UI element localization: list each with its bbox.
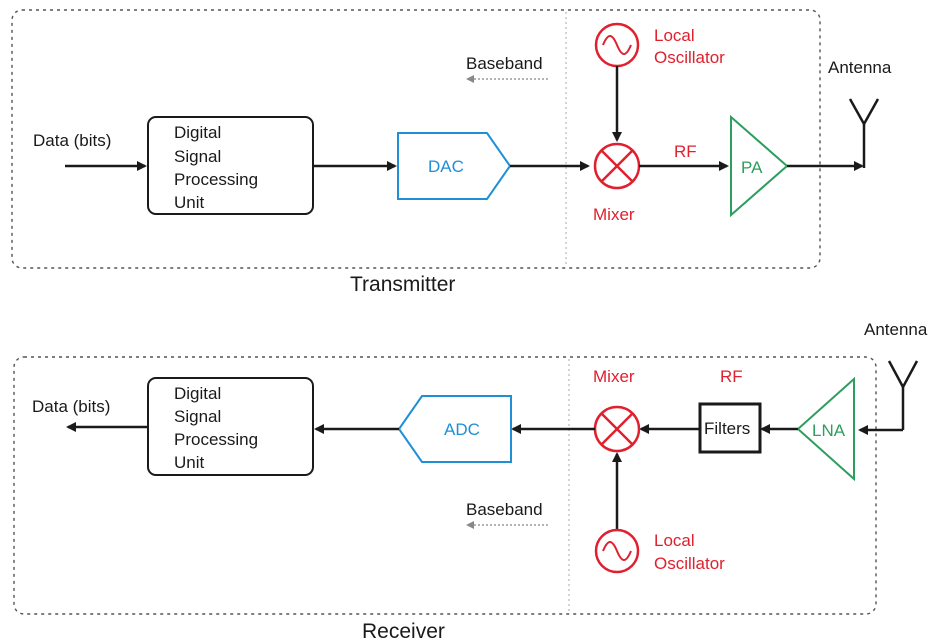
rx-mixer-icon [593,405,641,453]
tx-baseband-label: Baseband [466,54,543,73]
rx-filters-label: Filters [704,419,750,438]
rx-dsp-line-4: Unit [174,453,205,472]
receiver-section: Receiver Antenna LNA Filters RF Mixer [13,320,928,643]
rx-dsp-line-3: Processing [174,430,258,449]
tx-dsp-line-3: Processing [174,170,258,189]
rx-adc-label: ADC [444,420,480,439]
rx-rf-label: RF [720,367,743,386]
rx-local-oscillator-icon [594,528,640,574]
tx-lo-line-2: Oscillator [654,48,725,67]
tx-dac-label: DAC [428,157,464,176]
tx-dsp-line-2: Signal [174,147,221,166]
tx-dsp-line-1: Digital [174,123,221,142]
rx-adc-shape [397,395,512,463]
transmitter-title: Transmitter [350,273,455,296]
rx-baseband-label: Baseband [466,500,543,519]
rx-output-label: Data (bits) [32,397,110,416]
rx-lna-label: LNA [812,421,846,440]
rx-dsp-line-1: Digital [174,384,221,403]
transmitter-section: Transmitter Data (bits) Digital Signal P… [11,9,892,296]
rx-dsp-line-2: Signal [174,407,221,426]
rx-antenna-label: Antenna [864,320,928,339]
tx-rf-label: RF [674,142,697,161]
tx-pa-shape [730,114,789,218]
rx-lna-shape [796,376,855,482]
tx-input-label: Data (bits) [33,131,111,150]
transmitter-boundary [11,9,821,269]
rx-lo-line-2: Oscillator [654,554,725,573]
tx-dac-shape [397,132,512,200]
tx-mixer-icon [593,142,641,190]
tx-lo-line-1: Local [654,26,695,45]
tx-antenna-label: Antenna [828,58,892,77]
rx-dsp-box [147,377,314,476]
tx-dsp-line-4: Unit [174,193,205,212]
rx-filters-box [698,402,762,454]
receiver-title: Receiver [362,620,445,643]
tx-pa-label: PA [741,158,763,177]
tx-antenna-icon [848,98,880,168]
tx-local-oscillator-icon [594,22,640,68]
tx-mixer-label: Mixer [593,205,635,224]
rx-mixer-label: Mixer [593,367,635,386]
rx-lo-line-1: Local [654,531,695,550]
receiver-boundary [13,356,877,615]
tx-dsp-box [147,116,314,215]
rx-antenna-icon [858,360,919,435]
